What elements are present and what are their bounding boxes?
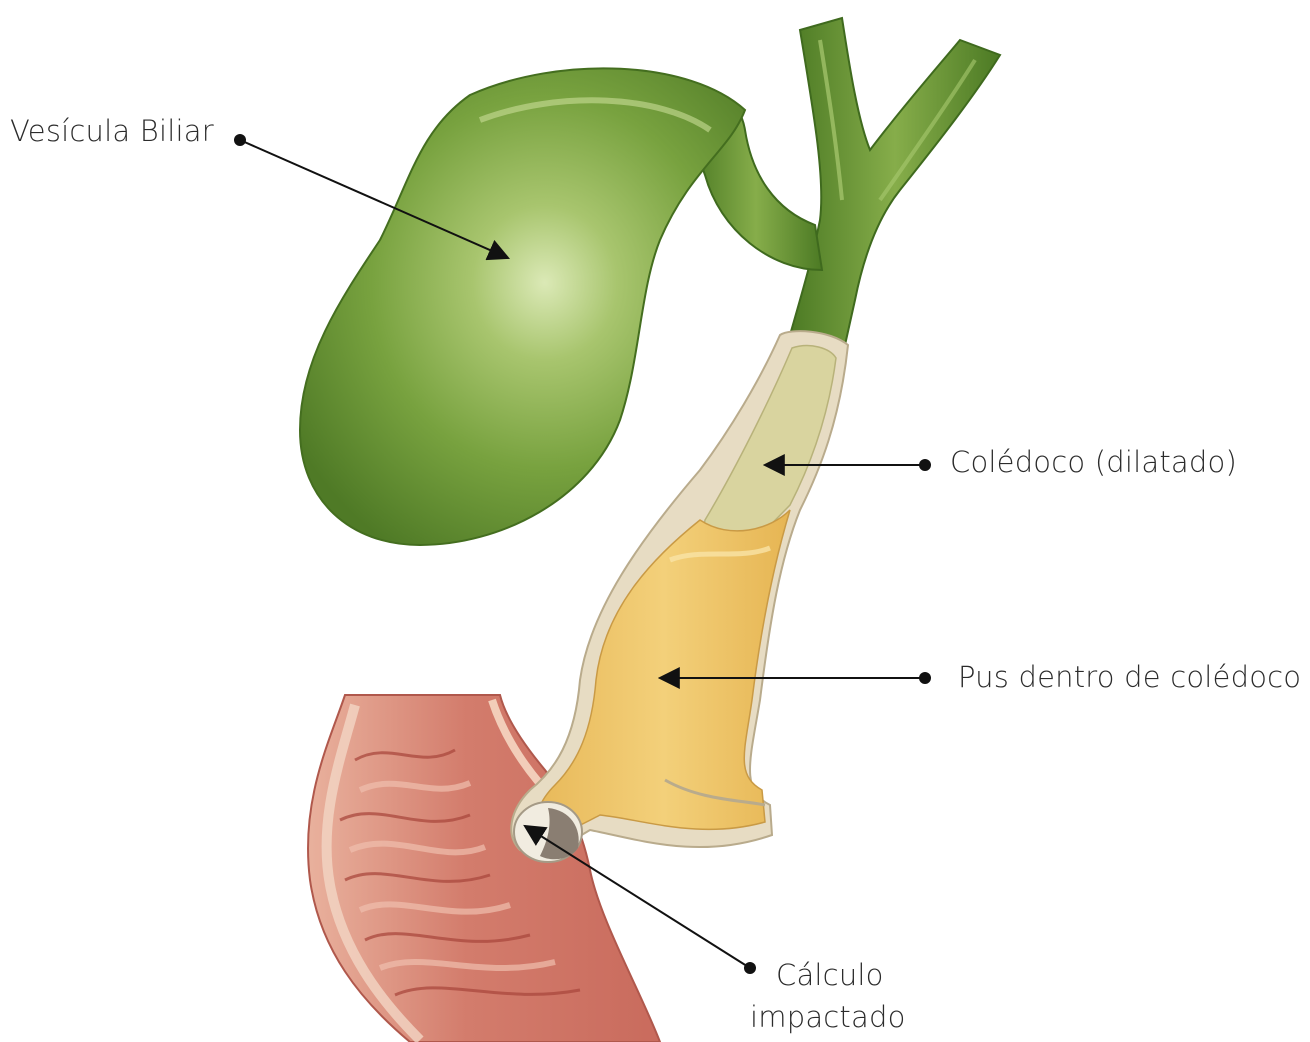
- label-stone-line1: Cálculo: [776, 958, 884, 993]
- impacted-stone: [514, 802, 582, 862]
- hepatic-ducts: [790, 18, 1000, 345]
- label-common-bile-duct: Colédoco (dilatado): [950, 445, 1237, 480]
- label-pus: Pus dentro de colédoco: [958, 660, 1301, 695]
- label-gallbladder: Vesícula Biliar: [10, 114, 214, 149]
- label-stone-line2: impactado: [750, 1000, 906, 1035]
